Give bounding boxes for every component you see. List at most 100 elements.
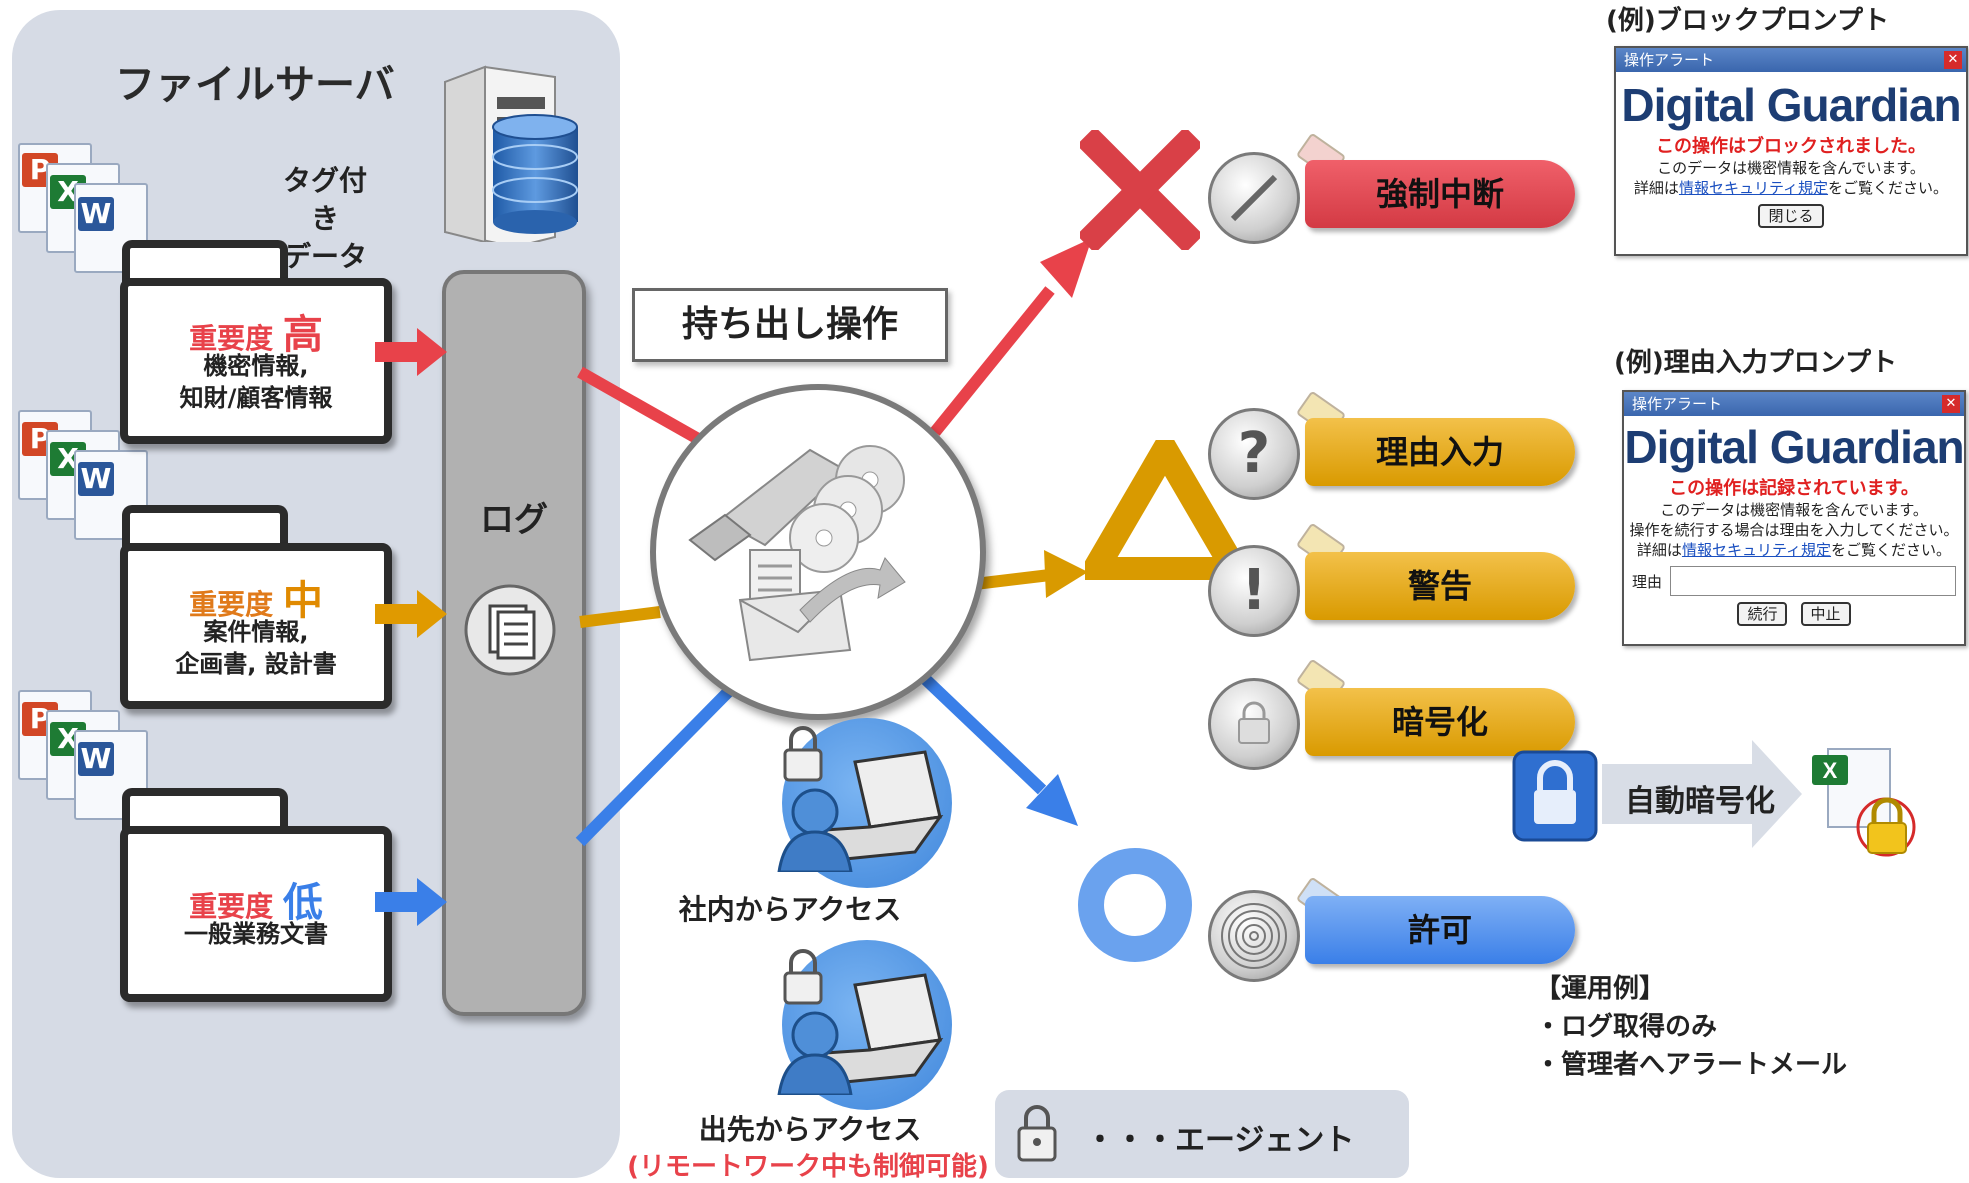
allow-circle-icon — [1078, 848, 1192, 962]
operation-example-item: ・管理者へアラートメール — [1535, 1050, 1848, 1080]
dialog-titlebar: 操作アラート ✕ — [1616, 48, 1966, 72]
level-high-heading: 重要度 高 — [128, 302, 384, 360]
line-mid-in — [579, 606, 661, 628]
level-prefix: 重要度 — [189, 322, 274, 355]
lock-icon — [783, 949, 823, 1005]
close-icon[interactable]: ✕ — [1942, 395, 1960, 413]
user-icon — [777, 1011, 853, 1095]
line-low-out — [915, 669, 1047, 795]
dialog-line1: このデータは機密情報を含んでいます。 — [1660, 501, 1928, 519]
result-encrypt: 暗号化 — [1305, 688, 1575, 756]
lock-icon — [783, 726, 823, 782]
folder-low — [120, 826, 392, 1002]
prohibit-icon — [1208, 152, 1300, 244]
tagged-data-label: タグ付き データ — [270, 162, 380, 276]
level-low-desc: 一般業務文書 — [128, 918, 384, 950]
level-prefix: 重要度 — [189, 588, 274, 621]
line-high-out — [930, 286, 1055, 436]
database-icon — [492, 114, 578, 234]
dg-brand: Digital Guardian — [1624, 421, 1964, 473]
word-icon: W — [78, 462, 114, 496]
result-allow: 許可 — [1305, 896, 1575, 964]
mail-icon — [738, 557, 906, 662]
lock-icon — [1017, 1105, 1057, 1162]
file-server-title: ファイルサーバ — [115, 62, 395, 108]
laptop-icon — [822, 750, 944, 862]
dialog-detail: 詳細は情報セキュリティ規定をご覧ください。 — [1624, 540, 1964, 560]
result-warning: 警告 — [1305, 552, 1575, 620]
level-value-high: 高 — [282, 312, 323, 358]
external-access-label: 出先からアクセス — [698, 1113, 922, 1146]
operation-example-item: ・ログ取得のみ — [1535, 1012, 1718, 1042]
dialog-message: この操作は記録されています。 — [1669, 478, 1919, 499]
folder-to-log-arrows — [375, 328, 447, 926]
user-icon — [777, 788, 853, 872]
auto-encrypt-label: 自動暗号化 — [1625, 784, 1775, 819]
line-high-in — [577, 366, 703, 446]
dialog-buttons: 続行 中止 — [1624, 602, 1964, 626]
operation-media-icons — [688, 445, 906, 662]
level-value-mid: 中 — [282, 578, 323, 624]
close-button[interactable]: 閉じる — [1758, 204, 1824, 228]
dg-brand: Digital Guardian — [1621, 79, 1961, 131]
usb-icon — [688, 448, 847, 562]
cd-icon — [789, 445, 905, 573]
document-stack-high: P X W — [18, 125, 194, 291]
laptop-icon — [822, 973, 944, 1085]
result-reason: 理由入力 — [1305, 418, 1575, 486]
level-value-low: 低 — [282, 880, 323, 926]
arrowhead-warn — [1044, 550, 1088, 598]
policy-link[interactable]: 情報セキュリティ規定 — [1678, 179, 1829, 197]
level-high-desc: 機密情報, 知財/顧客情報 — [128, 350, 384, 414]
dialog-line1: このデータは機密情報を含んでいます。 — [1657, 159, 1925, 177]
arrowhead-allow — [1026, 774, 1078, 826]
policy-link[interactable]: 情報セキュリティ規定 — [1681, 541, 1832, 559]
block-prompt-caption: (例)ブロックプロンプト — [1606, 6, 1889, 36]
internal-access-icon — [777, 726, 944, 872]
document-stack-mid: P X W — [18, 410, 194, 570]
word-icon: W — [78, 197, 114, 231]
dialog-titlebar: 操作アラート ✕ — [1624, 392, 1964, 416]
encrypted-excel-icon: X — [1812, 748, 1916, 857]
reason-prompt-caption: (例)理由入力プロンプト — [1614, 348, 1897, 378]
block-prompt-dialog: 操作アラート ✕ Digital Guardian この操作はブロックされました… — [1614, 46, 1968, 256]
arrow-high — [375, 328, 447, 376]
log-icon — [464, 584, 556, 676]
dialog-buttons: 閉じる — [1616, 204, 1966, 228]
reason-prompt-dialog: 操作アラート ✕ Digital Guardian この操作は記録されています。… — [1622, 390, 1966, 646]
level-mid-desc-line2: 企画書, 設計書 — [175, 650, 337, 678]
close-icon[interactable]: ✕ — [1944, 51, 1962, 69]
external-access-icon — [777, 949, 944, 1095]
external-access-note: (リモートワーク中も制御可能) — [627, 1152, 989, 1182]
dialog-line2: 操作を続行する場合は理由を入力してください。 — [1629, 521, 1959, 539]
abort-button[interactable]: 中止 — [1800, 602, 1851, 626]
reason-input[interactable] — [1670, 566, 1956, 596]
line-mid-out — [974, 569, 1051, 590]
operation-label: 持ち出し操作 — [632, 288, 948, 362]
arrow-low — [375, 878, 447, 926]
continue-button[interactable]: 続行 — [1737, 602, 1788, 626]
reason-label: 理由 — [1632, 572, 1663, 591]
svg-text:X: X — [1823, 758, 1838, 783]
tagged-data-line1: タグ付き — [282, 164, 367, 235]
level-low-heading: 重要度 低 — [128, 870, 384, 928]
dialog-message: この操作はブロックされました。 — [1656, 136, 1926, 157]
log-label: ログ — [480, 500, 548, 540]
dialog-detail: 詳細は情報セキュリティ規定をご覧ください。 — [1616, 178, 1966, 198]
level-mid-desc: 案件情報, 企画書, 設計書 — [128, 616, 384, 680]
line-low-in — [575, 685, 735, 847]
detail-suffix: をご覧ください。 — [1828, 179, 1949, 197]
result-block: 強制中断 — [1305, 160, 1575, 228]
warning-triangle-icon — [1085, 440, 1245, 580]
log-bar — [442, 270, 586, 1016]
level-prefix: 重要度 — [189, 890, 274, 923]
block-x-icon — [1080, 130, 1200, 250]
operation-example-heading: 【運用例】 — [1535, 974, 1666, 1004]
detail-suffix: をご覧ください。 — [1831, 541, 1952, 559]
folder-mid — [120, 543, 392, 709]
legend-text: ・・・エージェント — [1085, 1123, 1355, 1158]
dialog-title: 操作アラート — [1624, 51, 1715, 69]
level-mid-heading: 重要度 中 — [128, 568, 384, 626]
level-high-desc-line2: 知財/顧客情報 — [179, 384, 333, 412]
